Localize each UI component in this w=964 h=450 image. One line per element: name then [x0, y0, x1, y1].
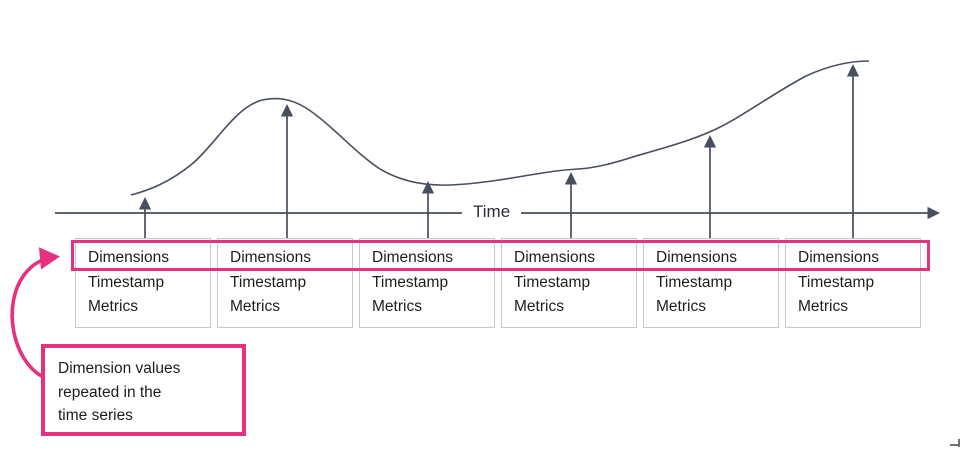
callout-text-line: repeated in the: [58, 383, 162, 401]
screen-artifact: [950, 439, 960, 447]
record-field-dimensions: Dimensions: [230, 249, 311, 266]
records-row: Dimensions Timestamp Metrics Dimensions …: [75, 238, 921, 328]
record-field-timestamp: Timestamp: [230, 273, 307, 291]
record-field-timestamp: Timestamp: [656, 273, 733, 291]
record-field-timestamp: Timestamp: [88, 273, 165, 291]
callout-arrow: [10, 247, 61, 379]
record-box: Dimensions Timestamp Metrics: [643, 238, 779, 328]
record-field-metrics: Metrics: [798, 298, 848, 315]
callout-text-line: time series: [58, 407, 133, 424]
data-point-arrows: [138, 63, 860, 238]
record-field-dimensions: Dimensions: [88, 249, 169, 266]
time-axis-label: Time: [462, 201, 522, 223]
record-field-metrics: Metrics: [372, 298, 422, 315]
record-box: Dimensions Timestamp Metrics: [359, 238, 495, 328]
record-field-metrics: Metrics: [656, 298, 706, 315]
record-box: Dimensions Timestamp Metrics: [75, 238, 211, 328]
record-field-dimensions: Dimensions: [372, 249, 453, 266]
record-field-metrics: Metrics: [88, 298, 138, 315]
record-box: Dimensions Timestamp Metrics: [217, 238, 353, 328]
record-field-timestamp: Timestamp: [514, 273, 591, 291]
callout-text-line: Dimension values: [58, 360, 181, 377]
record-box: Dimensions Timestamp Metrics: [501, 238, 637, 328]
record-box: Dimensions Timestamp Metrics: [785, 238, 921, 328]
record-field-dimensions: Dimensions: [798, 249, 879, 266]
record-field-metrics: Metrics: [230, 298, 280, 315]
record-field-metrics: Metrics: [514, 298, 564, 315]
record-field-dimensions: Dimensions: [514, 249, 595, 266]
time-series-curve: [130, 60, 870, 196]
record-field-timestamp: Timestamp: [798, 273, 875, 291]
record-field-timestamp: Timestamp: [372, 273, 449, 291]
record-field-dimensions: Dimensions: [656, 249, 737, 266]
callout-box: Dimension values repeated in the time se…: [41, 344, 246, 436]
